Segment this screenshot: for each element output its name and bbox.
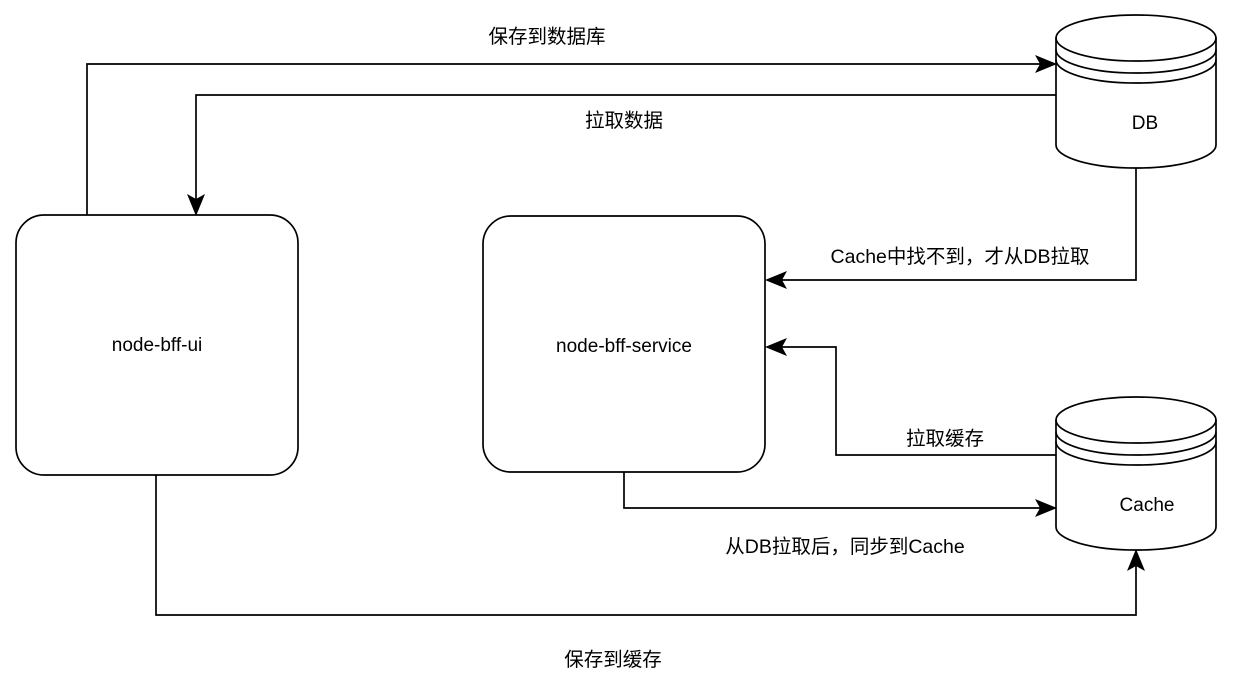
node-bff-service[interactable]: node-bff-service — [482, 215, 766, 473]
edge-fetch-cache-arrowhead — [765, 338, 787, 356]
edge-save-to-db-arrowhead — [1035, 55, 1057, 73]
edge-sync-to-cache-arrowhead — [1035, 499, 1057, 517]
edge-save-to-cache[interactable]: 保存到缓存 — [155, 475, 1145, 671]
edge-fetch-cache[interactable]: 拉取缓存 — [765, 338, 1056, 456]
edge-fetch-cache-path — [780, 346, 1056, 456]
edge-save-to-cache-arrowhead — [1127, 549, 1145, 571]
edge-save-to-cache-path — [155, 475, 1137, 616]
node-bff-service-shape — [482, 215, 766, 473]
edge-label-sync-to-cache: 从DB拉取后，同步到Cache — [725, 536, 964, 558]
edge-db-fallback-fetch[interactable]: Cache中找不到，才从DB拉取 — [765, 168, 1137, 289]
edge-db-fallback-fetch-arrowhead — [765, 271, 787, 289]
cache-cylinder-rim-1 — [1055, 419, 1217, 444]
edge-sync-to-cache-path — [623, 472, 1042, 509]
edge-label-fetch-cache: 拉取缓存 — [906, 428, 984, 450]
edge-fetch-data-arrowhead — [187, 194, 205, 216]
db-cylinder-rim-1 — [1055, 37, 1217, 62]
edge-label-save-to-cache: 保存到缓存 — [564, 649, 662, 671]
cache-cylinder-rim-3 — [1055, 441, 1217, 466]
db-cylinder-rim-2 — [1055, 49, 1217, 74]
node-bff-service-label: node-bff-service — [556, 336, 692, 357]
node-bff-ui[interactable]: node-bff-ui — [15, 214, 299, 476]
db-cylinder-rim-3 — [1055, 59, 1217, 84]
node-cache-label: Cache — [1120, 495, 1175, 516]
edge-label-save-to-db: 保存到数据库 — [488, 26, 605, 48]
cache-cylinder-body — [1055, 396, 1217, 551]
edge-db-fallback-fetch-path — [780, 168, 1137, 281]
edge-save-to-db[interactable]: 保存到数据库 — [86, 26, 1057, 215]
edge-save-to-db-path — [86, 63, 1042, 215]
node-db-label: DB — [1132, 113, 1158, 134]
db-cylinder-body — [1055, 14, 1217, 169]
node-bff-ui-label: node-bff-ui — [112, 335, 203, 356]
edge-sync-to-cache[interactable]: 从DB拉取后，同步到Cache — [623, 472, 1057, 558]
node-db[interactable]: DB — [1055, 14, 1217, 169]
node-bff-ui-shape — [15, 214, 299, 476]
edge-fetch-data-path — [195, 94, 1056, 201]
node-cache[interactable]: Cache — [1055, 396, 1217, 551]
edge-label-db-fallback-fetch: Cache中找不到，才从DB拉取 — [831, 246, 1090, 268]
cache-cylinder-rim-2 — [1055, 431, 1217, 456]
edge-fetch-data[interactable]: 拉取数据 — [187, 94, 1056, 216]
edge-label-fetch-data: 拉取数据 — [585, 110, 663, 132]
